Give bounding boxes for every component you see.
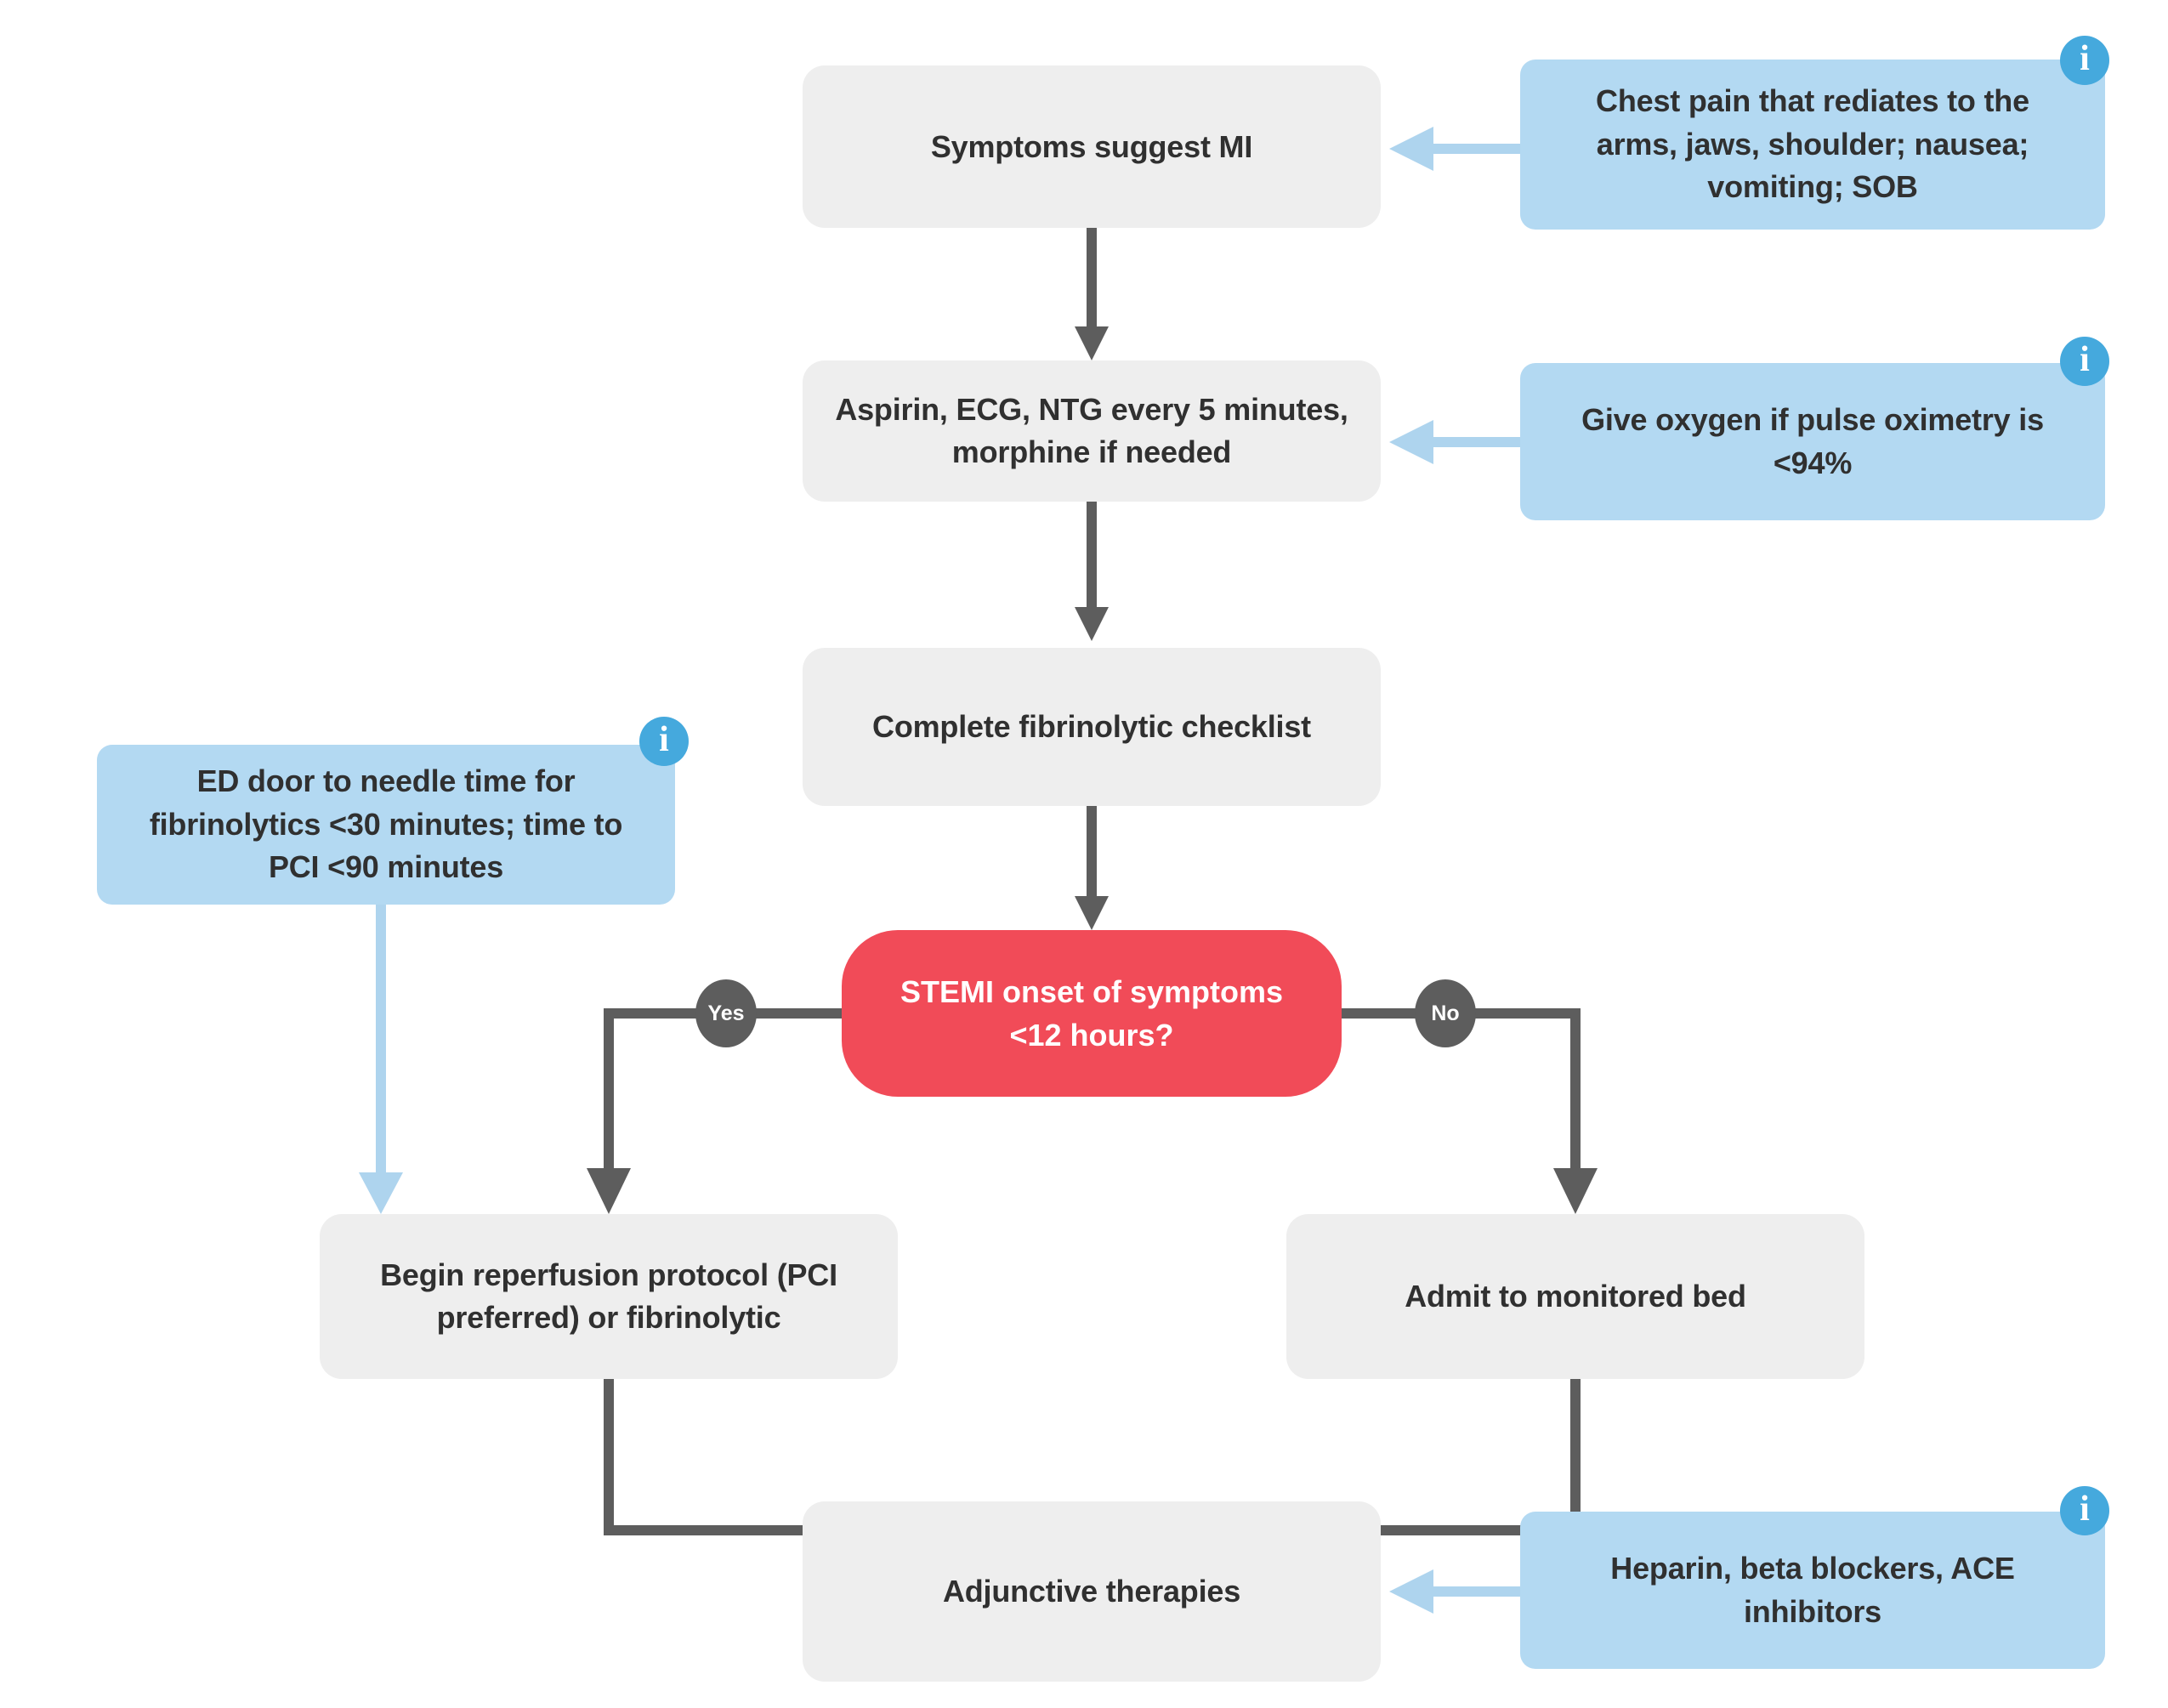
- note-oxygen[interactable]: Give oxygen if pulse oximetry is <94%: [1520, 363, 2105, 520]
- note-label: Give oxygen if pulse oximetry is <94%: [1581, 402, 2044, 480]
- node-symptoms-suggest-mi[interactable]: Symptoms suggest MI: [803, 65, 1381, 228]
- info-icon-glyph: i: [659, 720, 669, 759]
- info-icon-glyph: i: [2080, 39, 2090, 78]
- info-icon[interactable]: i: [639, 717, 689, 766]
- info-icon-glyph: i: [2080, 1490, 2090, 1529]
- node-fibrinolytic-checklist[interactable]: Complete fibrinolytic checklist: [803, 648, 1381, 806]
- node-label: Admit to monitored bed: [1405, 1279, 1746, 1314]
- info-icon-glyph: i: [2080, 340, 2090, 379]
- node-label: Symptoms suggest MI: [930, 128, 1253, 164]
- info-icon[interactable]: i: [2060, 36, 2109, 85]
- branch-label-yes[interactable]: Yes: [695, 979, 757, 1047]
- decision-stemi-onset[interactable]: STEMI onset of symptoms <12 hours?: [842, 930, 1342, 1097]
- branch-label-text: No: [1431, 1001, 1460, 1025]
- note-door-to-needle-times[interactable]: ED door to needle time for fibrinolytics…: [97, 745, 675, 905]
- node-adjunctive-therapies[interactable]: Adjunctive therapies: [803, 1501, 1381, 1682]
- edge-note-oxygen: [1389, 420, 1520, 464]
- note-label: Chest pain that rediates to the arms, ja…: [1596, 83, 2029, 205]
- note-label: Heparin, beta blockers, ACE inhibitors: [1610, 1551, 2015, 1629]
- branch-label-text: Yes: [707, 1001, 745, 1025]
- edge-note-adjunctive: [1389, 1569, 1520, 1614]
- node-admit-monitored-bed[interactable]: Admit to monitored bed: [1286, 1214, 1864, 1379]
- info-icon[interactable]: i: [2060, 1486, 2109, 1535]
- edge-initial-to-checklist: [1075, 502, 1109, 641]
- edge-no-to-admit: [1342, 1008, 1598, 1214]
- node-label: Adjunctive therapies: [942, 1574, 1241, 1609]
- note-label: ED door to needle time for fibrinolytics…: [149, 763, 623, 885]
- node-begin-reperfusion[interactable]: Begin reperfusion protocol (PCI preferre…: [320, 1214, 898, 1379]
- edge-note-times: [359, 905, 403, 1214]
- note-adjunctive-drugs[interactable]: Heparin, beta blockers, ACE inhibitors: [1520, 1512, 2105, 1669]
- node-label: Aspirin, ECG, NTG every 5 minutes, morph…: [835, 392, 1348, 469]
- node-label: Complete fibrinolytic checklist: [872, 709, 1311, 745]
- edge-note-symptoms: [1389, 127, 1520, 171]
- decision-label: STEMI onset of symptoms <12 hours?: [900, 973, 1284, 1053]
- edge-checklist-to-decision: [1075, 806, 1109, 930]
- edge-symptoms-to-initial: [1075, 228, 1109, 360]
- note-symptoms-detail[interactable]: Chest pain that rediates to the arms, ja…: [1520, 60, 2105, 230]
- node-label: Begin reperfusion protocol (PCI preferre…: [380, 1257, 837, 1335]
- branch-label-no[interactable]: No: [1415, 979, 1476, 1047]
- node-initial-treatment[interactable]: Aspirin, ECG, NTG every 5 minutes, morph…: [803, 360, 1381, 502]
- info-icon[interactable]: i: [2060, 337, 2109, 386]
